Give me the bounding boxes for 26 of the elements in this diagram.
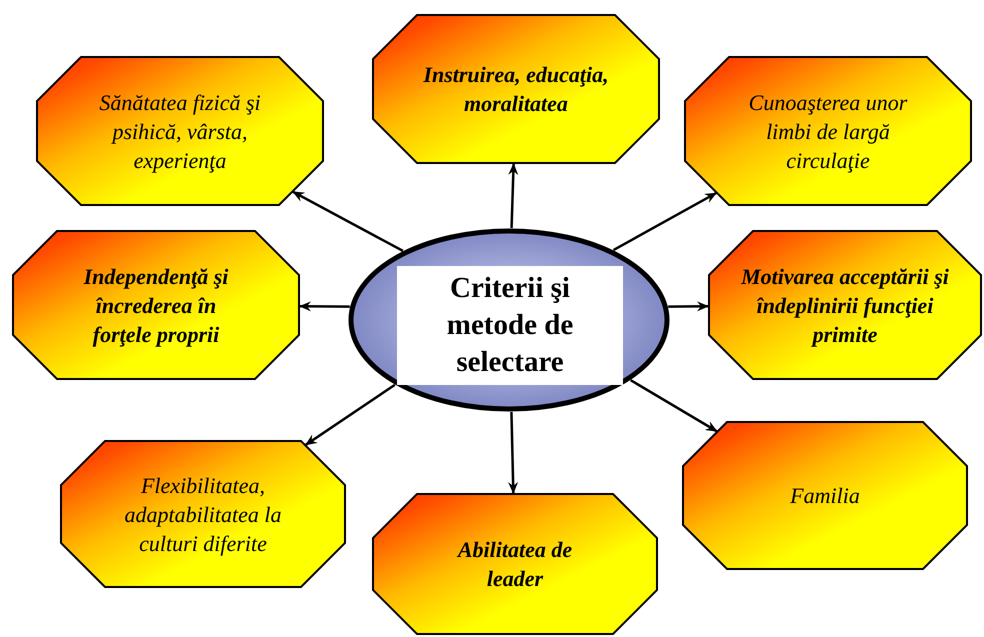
octagon-box xyxy=(708,230,982,380)
arrow xyxy=(668,301,709,312)
criterion-label: Instruirea, educaţia, moralitatea xyxy=(422,61,610,118)
octagon-box xyxy=(372,14,660,164)
octagon-box xyxy=(682,421,968,570)
criterion-label: Cunoaşterea unor limbi de largă circulaţie xyxy=(748,88,908,174)
criterion-label: Independenţă şi încrederea în forţele proprii xyxy=(82,262,230,348)
criterion-label: Sănătatea fizică şi psihică, vârsta, experienţa xyxy=(98,88,262,174)
arrow xyxy=(508,163,518,228)
central-label: Criterii şi metode de selectare xyxy=(446,271,574,380)
arrow xyxy=(612,192,717,252)
arrow xyxy=(508,412,518,494)
criterion-label: Familia xyxy=(790,482,860,510)
arrow xyxy=(292,190,404,252)
arrow xyxy=(630,379,718,432)
criterion-label: Motivarea acceptării şi îndeplinirii funcţiei primite xyxy=(740,262,950,348)
octagon-box xyxy=(372,493,658,635)
octagon-box xyxy=(684,56,972,206)
criterion-label: Abilitatea de leader xyxy=(456,536,574,593)
octagon-box xyxy=(60,440,346,588)
central-ellipse xyxy=(348,228,670,412)
arrow xyxy=(299,301,350,312)
arrow xyxy=(304,384,396,446)
octagon-box xyxy=(12,230,300,380)
criterion-label: Flexibilitatea, adaptabilitatea la culturi diferite xyxy=(123,472,283,558)
octagon-box xyxy=(36,56,324,206)
